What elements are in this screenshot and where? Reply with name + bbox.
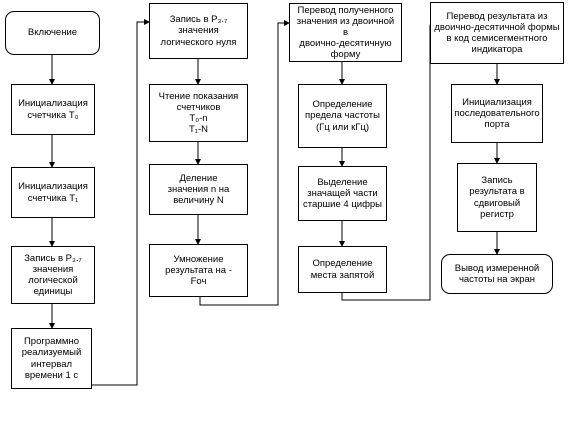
block-write-logic-one: Запись в P₃.₇ значения логической единиц…	[11, 246, 95, 304]
block-convert-bcd-text: Перевод полученного значения из двоичной…	[296, 4, 395, 61]
block-comma-position-text: Определение места запятой	[310, 258, 375, 281]
block-freq-limit-text: Определение предела частоты (Гц или кГц)	[305, 99, 380, 133]
block-power-on: Включение	[5, 11, 100, 55]
block-read-counters: Чтение показания счетчиков T₀-n T₁-N	[149, 84, 248, 142]
block-write-shift-register: Запись результата в сдвиговый регистр	[457, 163, 537, 232]
block-init-t0-text: Инициализация счетчика T₀	[18, 98, 88, 121]
block-comma-position: Определение места запятой	[298, 246, 387, 293]
block-display-frequency-text: Вывод измеренной частоты на экран	[454, 262, 540, 285]
block-convert-bcd: Перевод полученного значения из двоичной…	[289, 3, 402, 62]
block-divide: Деление значения n на величину N	[149, 164, 248, 215]
block-init-t1: Инициализация счетчика T₁	[11, 167, 95, 218]
block-init-t0: Инициализация счетчика T₀	[11, 84, 95, 135]
block-multiply-text: Умножение результата на - Fоч	[165, 253, 232, 288]
block-display-frequency: Вывод измеренной частоты на экран	[441, 254, 553, 294]
connector-multiply-to-convert-bcd	[199, 20, 290, 306]
block-freq-limit: Определение предела частоты (Гц или кГц)	[298, 84, 387, 148]
block-init-serial-port: Инициализация последовательного порта	[451, 84, 543, 143]
block-write-logic-one-text: Запись в P₃.₇ значения логической единиц…	[24, 252, 82, 298]
connector-interval-to-write-zero	[92, 19, 150, 386]
block-power-on-text: Включение	[27, 27, 78, 39]
block-divide-text: Деление значения n на величину N	[167, 172, 230, 207]
block-top-digits: Выделение значащей части старшие 4 цифры	[298, 166, 387, 221]
block-convert-seven-segment: Перевод результата из двоично-десятичной…	[430, 2, 564, 64]
block-write-logic-zero: Запись в P₃.₇ значения логического нуля	[149, 3, 248, 59]
block-convert-seven-segment-text: Перевод результата из двоично-десятичной…	[434, 10, 560, 56]
block-init-serial-port-text: Инициализация последовательного порта	[454, 96, 540, 131]
block-read-counters-text: Чтение показания счетчиков T₀-n T₁-N	[158, 90, 239, 136]
block-write-shift-register-text: Запись результата в сдвиговый регистр	[469, 175, 525, 220]
block-interval-1s-text: Программно реализуемый интервал времени …	[21, 336, 82, 381]
block-interval-1s: Программно реализуемый интервал времени …	[11, 328, 92, 389]
block-write-logic-zero-text: Запись в P₃.₇ значения логического нуля	[160, 14, 237, 48]
block-multiply: Умножение результата на - Fоч	[149, 244, 248, 297]
block-init-t1-text: Инициализация счетчика T₁	[18, 181, 88, 204]
block-top-digits-text: Выделение значащей части старшие 4 цифры	[302, 176, 382, 211]
